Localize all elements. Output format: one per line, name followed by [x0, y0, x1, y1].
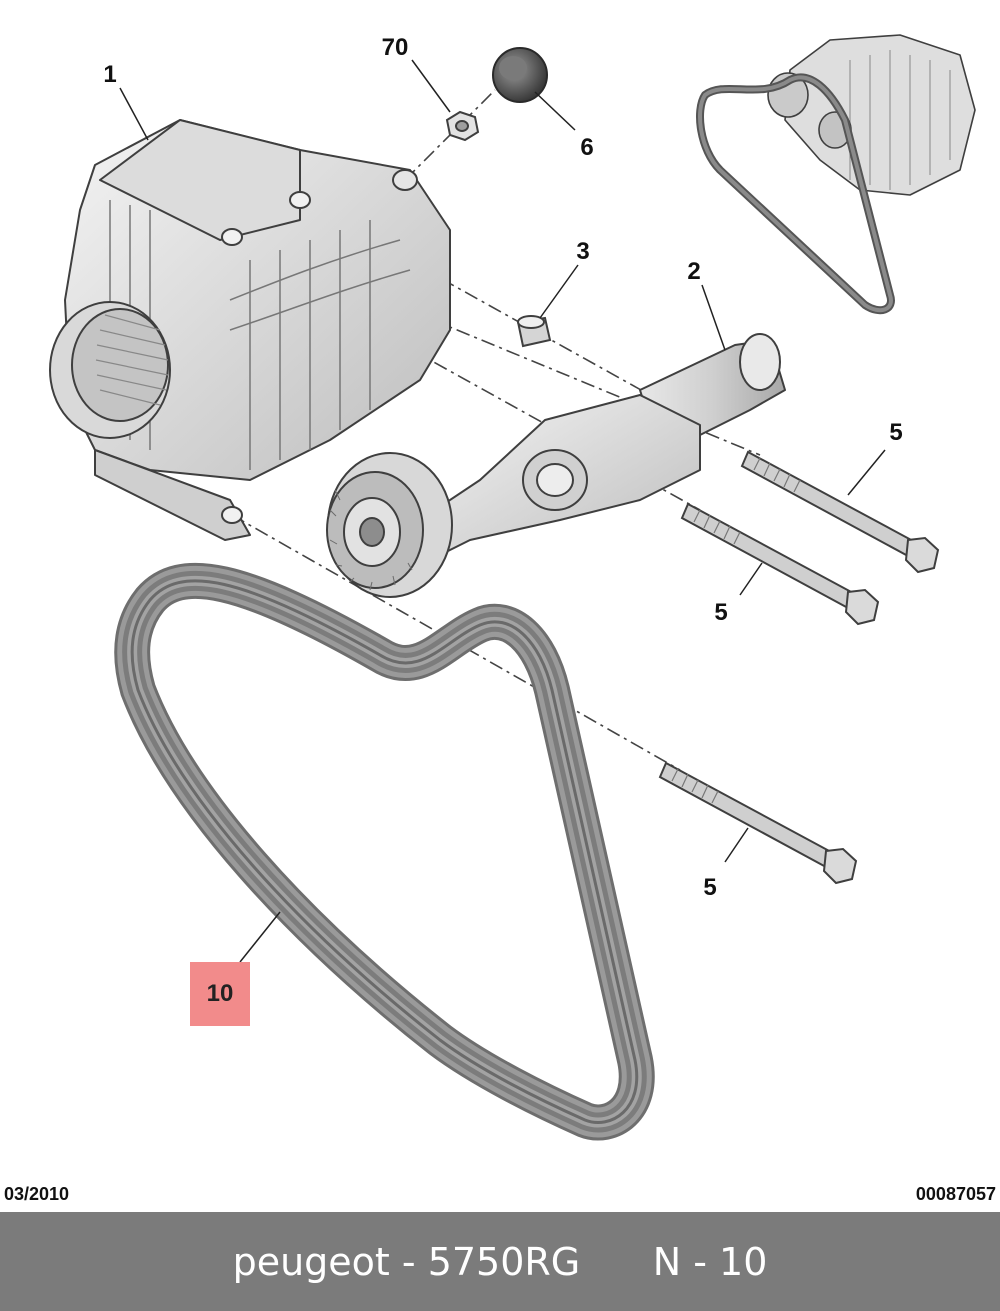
callout-nut: 70 — [381, 34, 409, 61]
exploded-parts-diagram — [49, 34, 976, 1141]
caption-spacer — [580, 1240, 652, 1284]
tensioner-part — [326, 333, 786, 598]
bolt-bottom-part — [658, 761, 858, 885]
callout-spacer: 3 — [576, 238, 590, 265]
callout-belt-highlight[interactable]: 10 — [190, 962, 250, 1026]
inset-assembled-view — [696, 34, 976, 315]
callout-tensioner: 2 — [687, 258, 701, 285]
diagram-reference: 00087057 — [915, 1184, 996, 1204]
bolt-top-part — [740, 450, 940, 574]
callout-belt: 10 — [206, 980, 234, 1007]
callout-bolt-bottom: 5 — [703, 874, 717, 901]
spacer-part — [516, 315, 552, 348]
callout-cap: 6 — [580, 134, 594, 161]
caption-brand: peugeot - 5750RG — [232, 1239, 581, 1284]
nut-part — [445, 110, 480, 142]
belt-part — [114, 562, 655, 1141]
callout-bolt-top: 5 — [889, 419, 903, 446]
caption-part: N - 10 — [652, 1239, 768, 1284]
callout-leader-lines — [119, 59, 886, 963]
bolt-mid-part — [680, 502, 880, 626]
callout-bolt-mid: 5 — [714, 599, 728, 626]
diagram-date: 03/2010 — [4, 1184, 70, 1204]
callout-alternator: 1 — [103, 61, 117, 88]
cap-part — [492, 47, 548, 103]
caption-bar: peugeot - 5750RG N - 10 — [0, 1212, 1000, 1311]
alternator-part — [49, 119, 451, 541]
